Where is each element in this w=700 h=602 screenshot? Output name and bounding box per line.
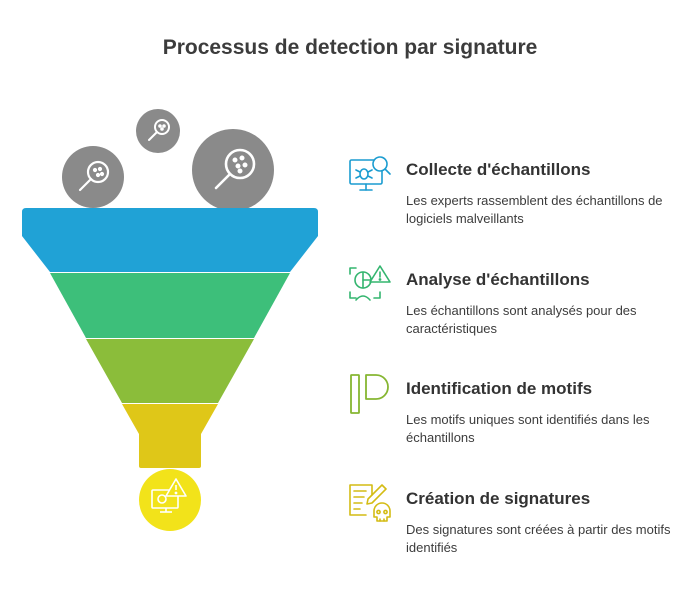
- funnel-stage-creation: [122, 404, 218, 468]
- funnel-stage-analyse: [50, 273, 290, 338]
- step-description: Des signatures sont créées à partir des …: [406, 522, 671, 555]
- step-title: Identification de motifs: [406, 379, 593, 398]
- funnel-diagram: [22, 109, 318, 531]
- pattern-blocks-icon: [350, 374, 389, 414]
- funnel-stage-collecte: [22, 208, 318, 272]
- analysis-warning-icon: [349, 265, 391, 301]
- document-skull-icon: [349, 484, 391, 522]
- magnifier-icon: [214, 148, 256, 190]
- step-description: Les experts rassemblent des échantillons…: [406, 193, 663, 226]
- magnifier-icon: [148, 119, 170, 141]
- funnel-stage-identification: [86, 339, 254, 403]
- step-description: Les échantillons sont analysés pour des …: [406, 303, 637, 336]
- magnifier-icon: [78, 160, 110, 192]
- left-magnifier-bubble: [62, 146, 124, 208]
- step-description: Les motifs uniques sont identifiés dans …: [406, 412, 650, 445]
- step-title: Création de signatures: [406, 489, 591, 508]
- monitor-bug-search-icon: [349, 156, 391, 191]
- small-magnifier-bubble: [136, 109, 180, 153]
- large-magnifier-bubble: [192, 129, 274, 211]
- step-title: Collecte d'échantillons: [406, 160, 591, 179]
- monitor-warning-icon: [151, 478, 187, 513]
- step-title: Analyse d'échantillons: [406, 270, 590, 289]
- funnel-output-circle: [139, 469, 201, 531]
- page-title: Processus de detection par signature: [162, 36, 538, 59]
